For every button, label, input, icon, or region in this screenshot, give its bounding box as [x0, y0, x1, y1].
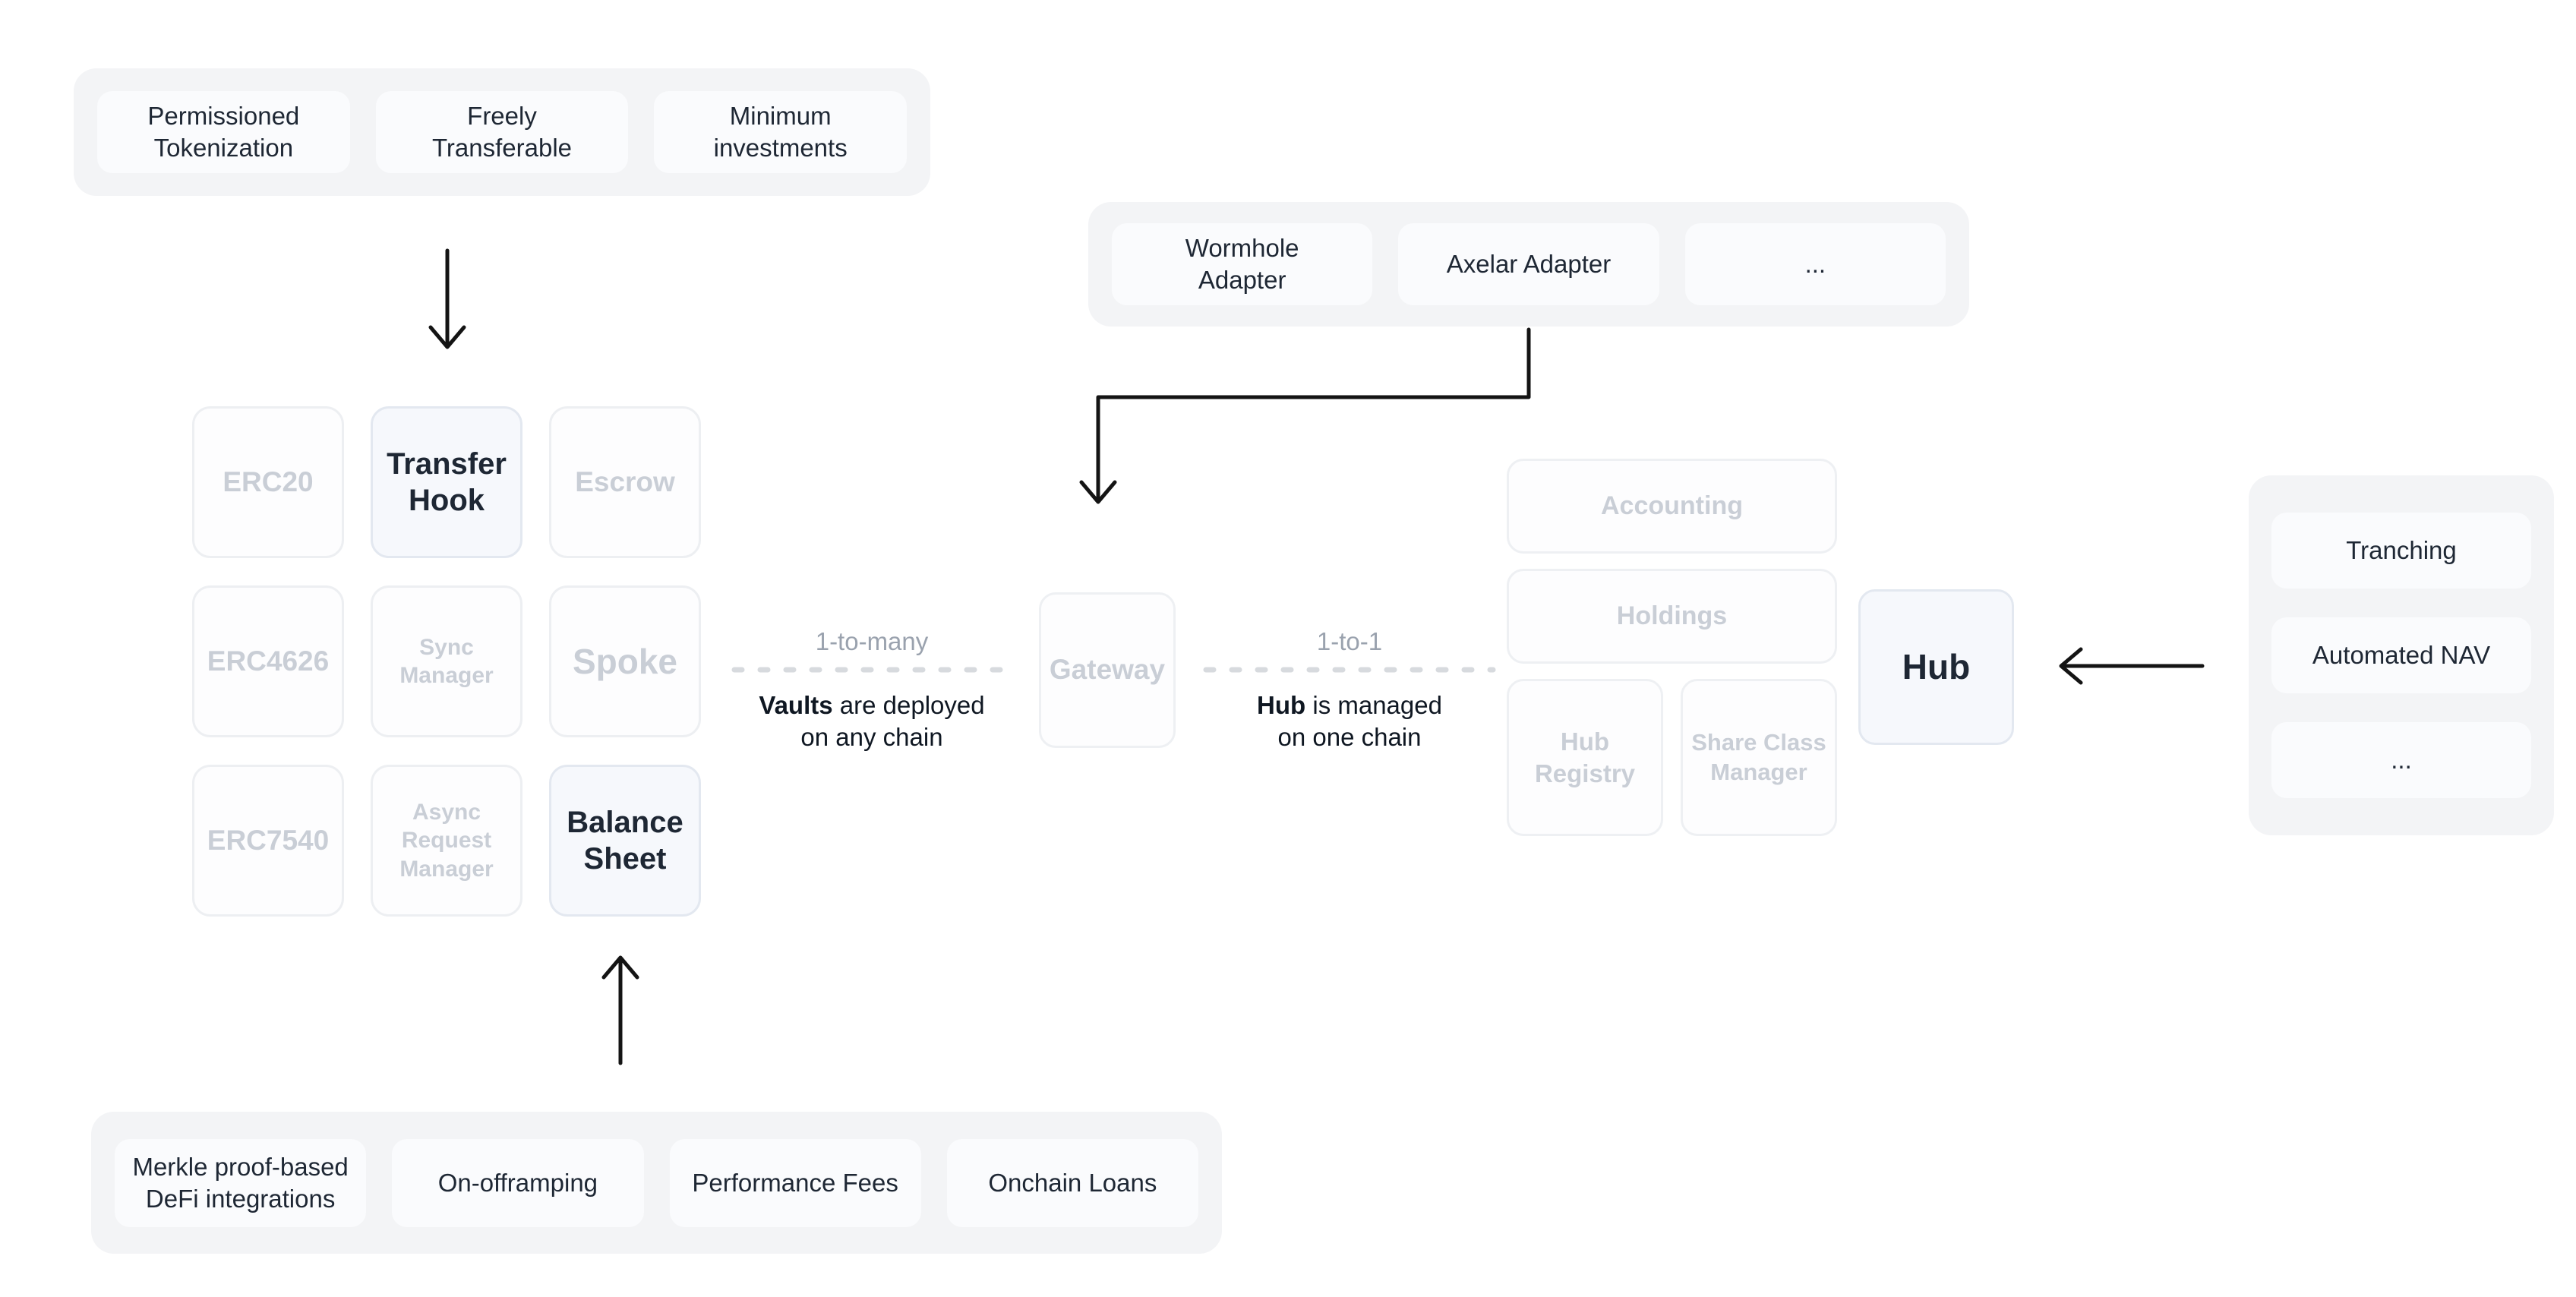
chip-label: ...: [2391, 746, 2412, 775]
chip-label: Tranching: [2346, 536, 2457, 565]
node-erc7540: ERC7540: [192, 765, 344, 917]
node-async-request-manager: Async Request Manager: [371, 765, 522, 917]
chip-minimum-investments: Minimum investments: [654, 91, 908, 173]
node-hub: Hub: [1858, 589, 2014, 745]
node-spoke: Spoke: [549, 585, 701, 737]
relation-label-one-to-one: 1-to-1: [1316, 627, 1383, 655]
chip-tranching: Tranching: [2271, 513, 2531, 589]
spoke-component-grid: ERC20 Transfer Hook Escrow ERC4626 Sync …: [192, 406, 701, 917]
vault-features-panel: Permissioned Tokenization Freely Transfe…: [74, 68, 930, 196]
chip-more-hub-features: ...: [2271, 722, 2531, 798]
note-line-1: Hub is managed: [1182, 690, 1517, 721]
arrow-hub-features-to-hub: [2059, 647, 2205, 685]
chip-label: Minimum investments: [713, 102, 848, 162]
chip-automated-nav: Automated NAV: [2271, 617, 2531, 693]
chip-permissioned-tokenization: Permissioned Tokenization: [97, 91, 350, 173]
chip-label: On-offramping: [437, 1168, 598, 1197]
note-keyword: Hub: [1257, 691, 1306, 719]
chip-label: Onchain Loans: [988, 1168, 1157, 1197]
chip-merkle-proof-defi-integrations: Merkle proof-based DeFi integrations: [115, 1138, 367, 1227]
note-text: are deployed: [832, 691, 985, 719]
relation-label-one-to-many: 1-to-many: [815, 627, 929, 655]
chip-more-adapters: ...: [1684, 223, 1946, 305]
hub-management-note: Hub is managed on one chain: [1182, 690, 1517, 753]
chip-label: Wormhole Adapter: [1185, 234, 1299, 294]
node-share-class-manager: Share Class Manager: [1681, 679, 1837, 836]
defi-features-panel: Merkle proof-based DeFi integrations On-…: [91, 1112, 1222, 1254]
chip-freely-transferable: Freely Transferable: [375, 91, 629, 173]
node-balance-sheet: Balance Sheet: [549, 765, 701, 917]
chip-label: ...: [1804, 250, 1826, 279]
node-hub-registry: Hub Registry: [1507, 679, 1663, 836]
chip-label: Merkle proof-based DeFi integrations: [132, 1152, 349, 1213]
chip-onchain-loans: Onchain Loans: [946, 1138, 1198, 1227]
node-erc20: ERC20: [192, 406, 344, 558]
vaults-deployment-note: Vaults are deployed on any chain: [705, 690, 1039, 753]
chip-label: Freely Transferable: [431, 102, 573, 162]
node-sync-manager: Sync Manager: [371, 585, 522, 737]
node-holdings: Holdings: [1507, 569, 1837, 664]
node-gateway: Gateway: [1039, 592, 1176, 748]
chip-on-offramping: On-offramping: [392, 1138, 644, 1227]
node-erc4626: ERC4626: [192, 585, 344, 737]
arrow-vault-features-to-transfer-hook: [428, 248, 466, 349]
chip-label: Automated NAV: [2312, 641, 2491, 670]
hub-features-panel: Tranching Automated NAV ...: [2249, 475, 2554, 835]
arrow-defi-features-to-balance-sheet: [601, 955, 639, 1065]
chip-label: Performance Fees: [692, 1168, 898, 1197]
node-accounting: Accounting: [1507, 459, 1837, 554]
node-transfer-hook: Transfer Hook: [371, 406, 522, 558]
chip-axelar-adapter: Axelar Adapter: [1398, 223, 1659, 305]
note-text: is managed: [1305, 691, 1442, 719]
node-escrow: Escrow: [549, 406, 701, 558]
chip-label: Axelar Adapter: [1446, 250, 1612, 279]
chip-wormhole-adapter: Wormhole Adapter: [1112, 223, 1373, 305]
note-keyword: Vaults: [759, 691, 833, 719]
note-line-1: Vaults are deployed: [705, 690, 1039, 721]
adapters-panel: Wormhole Adapter Axelar Adapter ...: [1088, 202, 1969, 327]
chip-label: Permissioned Tokenization: [147, 102, 300, 162]
note-line-2: on any chain: [800, 722, 943, 751]
note-line-2: on one chain: [1277, 722, 1422, 751]
arrow-adapters-to-gateway: [1079, 327, 1531, 504]
chip-performance-fees: Performance Fees: [669, 1138, 921, 1227]
